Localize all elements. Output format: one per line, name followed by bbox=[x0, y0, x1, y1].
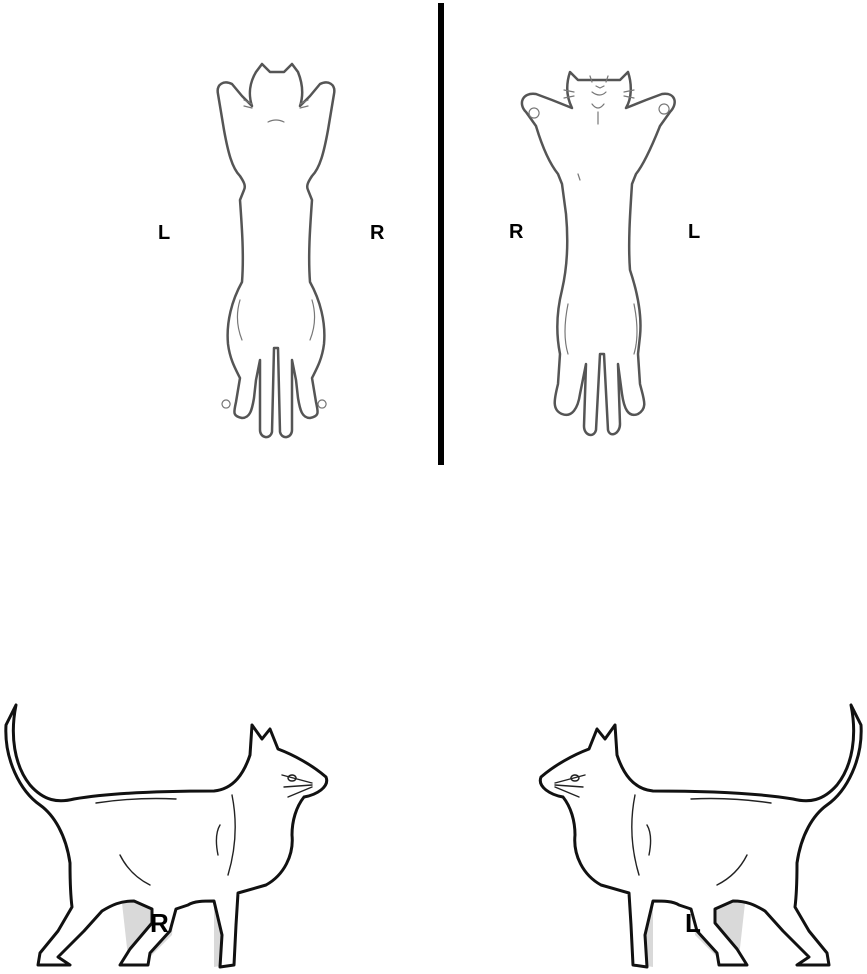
ventral-right-label: R bbox=[509, 222, 523, 242]
cat-ventral-outline bbox=[512, 64, 692, 444]
dorsal-right-label: R bbox=[370, 223, 384, 243]
ventral-left-label: L bbox=[688, 222, 700, 242]
lateral-right-label: R bbox=[150, 910, 169, 936]
cat-dorsal-outline bbox=[196, 60, 356, 445]
cat-ventral-view bbox=[512, 64, 692, 444]
center-divider bbox=[438, 3, 444, 465]
dorsal-left-label: L bbox=[158, 223, 170, 243]
lateral-left-label: L bbox=[685, 910, 701, 936]
cat-dorsal-view bbox=[196, 60, 356, 445]
